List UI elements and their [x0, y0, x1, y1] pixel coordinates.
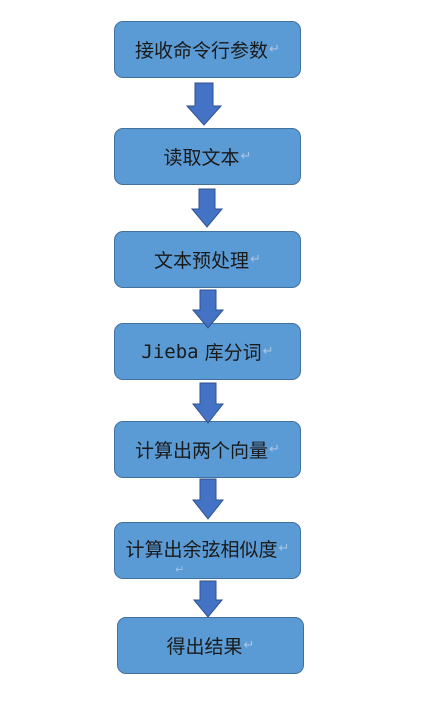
paragraph-mark-icon: ↵: [269, 442, 280, 457]
down-arrow-icon: [191, 289, 225, 329]
paragraph-mark-icon: ↵: [262, 344, 274, 359]
step-label: 文本预处理: [154, 250, 250, 272]
down-arrow-icon: [192, 580, 224, 618]
step-label-suffix: 库分词: [198, 342, 262, 364]
step-label: 读取文本: [163, 147, 240, 169]
paragraph-mark-icon: ↵: [240, 149, 252, 164]
step-result: 得出结果↵: [117, 617, 304, 674]
down-arrow-icon: [191, 478, 225, 520]
step-cosine-similarity: 计算出余弦相似度↵ ↵: [114, 522, 301, 579]
step-receive-args: 接收命令行参数↵: [114, 21, 301, 78]
down-arrow-icon: [190, 188, 224, 228]
step-preprocess: 文本预处理↵: [114, 231, 301, 288]
paragraph-mark-icon: ↵: [243, 638, 255, 653]
paragraph-mark-icon: ↵: [250, 252, 261, 267]
paragraph-mark-icon: ↵: [175, 563, 185, 576]
step-jieba-segment: Jieba 库分词↵: [114, 323, 301, 380]
step-label: 计算出两个向量: [135, 440, 269, 462]
step-label: 接收命令行参数: [135, 40, 269, 62]
paragraph-mark-icon: ↵: [269, 42, 280, 57]
step-compute-vectors: 计算出两个向量↵: [114, 421, 301, 478]
down-arrow-icon: [191, 382, 225, 424]
paragraph-mark-icon: ↵: [278, 541, 290, 556]
step-label-prefix: Jieba: [141, 340, 199, 363]
step-read-text: 读取文本↵: [114, 128, 301, 185]
down-arrow-icon: [185, 82, 223, 126]
step-label: 得出结果: [166, 636, 243, 658]
step-label: 计算出余弦相似度: [125, 539, 278, 561]
